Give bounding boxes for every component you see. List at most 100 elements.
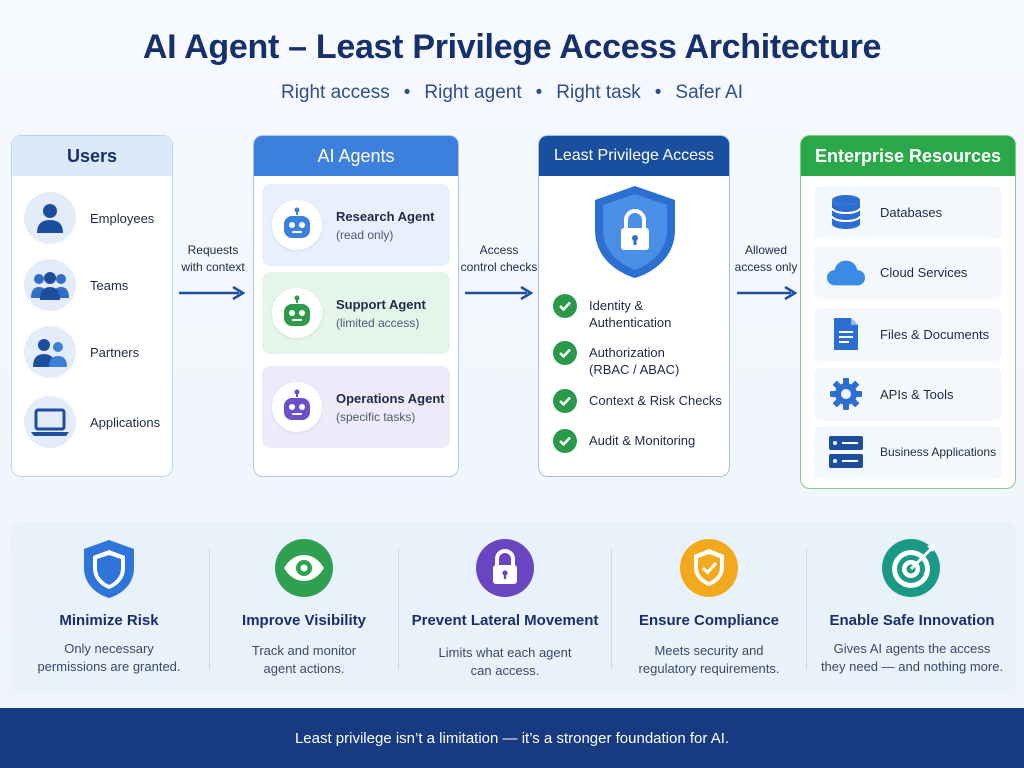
checkmark-icon xyxy=(553,341,577,365)
benefit-desc: can access. xyxy=(470,663,540,678)
divider xyxy=(611,548,612,670)
benefit-title: Ensure Compliance xyxy=(638,612,780,629)
resource-item-business-apps: Business Applications xyxy=(814,426,1002,478)
resources-heading: Enterprise Resources xyxy=(801,136,1015,176)
benefit-prevent-lateral-movement: Prevent Lateral Movement Limits what eac… xyxy=(400,522,610,692)
benefit-desc: Only necessary xyxy=(64,641,154,656)
partners-icon xyxy=(24,326,76,378)
arrow-right-icon xyxy=(737,285,798,301)
check-label: Authorization xyxy=(589,345,665,360)
arrow-text: Access control checks xyxy=(460,243,538,274)
benefit-desc: they need — and nothing more. xyxy=(820,659,1004,674)
subtitle-item: Right agent xyxy=(424,82,522,103)
bullet-separator: • xyxy=(403,82,411,103)
resource-item-apis: APIs & Tools xyxy=(814,368,1002,420)
group-icon xyxy=(24,259,76,311)
user-item-label: Applications xyxy=(90,414,161,430)
resource-label: Files & Documents xyxy=(880,326,990,342)
resource-label: APIs & Tools xyxy=(880,386,954,402)
subtitle-item: Right task xyxy=(556,82,641,103)
shield-icon xyxy=(81,538,137,605)
check-item: Authorization (RBAC / ABAC) xyxy=(553,341,679,378)
user-item-label: Employees xyxy=(90,210,155,226)
benefit-title: Improve Visibility xyxy=(242,612,366,629)
benefit-desc: Gives AI agents the access xyxy=(833,641,991,656)
database-icon xyxy=(826,194,866,230)
resource-item-databases: Databases xyxy=(814,186,1002,238)
benefit-desc: Meets security and xyxy=(654,643,764,658)
agents-heading: AI Agents xyxy=(254,136,458,176)
footer-banner: Least privilege isn’t a limitation — it’… xyxy=(0,708,1024,768)
user-item-teams: Teams xyxy=(24,259,128,311)
document-icon xyxy=(826,316,866,352)
benefit-title: Enable Safe Innovation xyxy=(829,612,995,629)
benefit-desc: Track and monitor xyxy=(251,643,357,658)
divider xyxy=(806,548,807,670)
agent-desc: (limited access) xyxy=(336,315,420,330)
bullet-separator: • xyxy=(535,82,543,103)
agent-name: Research Agent xyxy=(336,208,435,224)
agent-desc: (read only) xyxy=(336,227,394,242)
page-title: AI Agent – Least Privilege Access Archit… xyxy=(142,28,882,66)
benefit-desc: regulatory requirements. xyxy=(638,661,780,676)
arrow-label-requests: Requests with context xyxy=(176,242,250,276)
arrow-text: Requests with context xyxy=(181,243,245,274)
resource-item-cloud: Cloud Services xyxy=(814,246,1002,298)
check-item: Identity &Authentication xyxy=(553,294,671,331)
arrow-right-icon xyxy=(179,285,246,301)
divider xyxy=(209,548,210,670)
eye-icon xyxy=(274,538,334,603)
cloud-icon xyxy=(826,257,866,287)
check-label: Authentication xyxy=(589,315,672,330)
agent-name: Operations Agent xyxy=(336,390,445,406)
checkmark-icon xyxy=(553,429,577,453)
robot-icon xyxy=(272,288,322,338)
check-item: Context & Risk Checks xyxy=(553,389,722,413)
benefit-ensure-compliance: Ensure Compliance Meets security and regu… xyxy=(613,522,805,692)
benefit-enable-safe-innovation: Enable Safe Innovation Gives AI agents t… xyxy=(808,522,1016,692)
user-item-applications: Applications xyxy=(24,396,160,448)
arrow-text: Allowed access only xyxy=(734,243,798,274)
shield-lock-icon xyxy=(591,184,679,285)
checkmark-icon xyxy=(553,294,577,318)
gear-icon xyxy=(826,377,866,411)
benefit-desc: permissions are granted. xyxy=(37,659,181,674)
robot-icon xyxy=(272,200,322,250)
resource-label: Cloud Services xyxy=(880,264,968,280)
footer-text: Least privilege isn’t a limitation — it’… xyxy=(294,729,730,747)
benefit-desc: Limits what each agent xyxy=(438,645,572,660)
subtitle-item: Right access xyxy=(280,82,390,103)
robot-icon xyxy=(272,382,322,432)
arrow-label-allowed: Allowed access only xyxy=(730,242,802,276)
benefit-title: Minimize Risk xyxy=(59,612,159,629)
user-item-partners: Partners xyxy=(24,326,139,378)
server-icon xyxy=(826,435,866,469)
benefit-title: Prevent Lateral Movement xyxy=(411,612,599,629)
resource-label: Databases xyxy=(880,204,943,220)
subtitle: Right access • Right agent • Right task … xyxy=(0,82,1024,104)
agent-desc: (specific tasks) xyxy=(336,409,416,424)
agent-name: Support Agent xyxy=(336,296,426,312)
divider xyxy=(398,548,399,670)
agents-panel: AI Agents Research Agent (read only) Sup… xyxy=(253,135,459,477)
agent-card-research: Research Agent (read only) xyxy=(262,184,450,266)
arrow-right-icon xyxy=(465,285,534,301)
laptop-icon xyxy=(24,396,76,448)
shield-check-icon xyxy=(679,538,739,603)
least-privilege-heading: Least Privilege Access xyxy=(539,136,729,176)
check-item: Audit & Monitoring xyxy=(553,429,695,453)
enterprise-resources-panel: Enterprise Resources Databases Cloud Ser… xyxy=(800,135,1016,489)
person-icon xyxy=(24,192,76,244)
benefit-minimize-risk: Minimize Risk Only necessary permissions … xyxy=(11,522,207,692)
users-heading: Users xyxy=(12,136,172,176)
benefit-desc: agent actions. xyxy=(263,661,345,676)
benefits-panel: Minimize Risk Only necessary permissions … xyxy=(11,522,1016,692)
check-label: Context & Risk Checks xyxy=(589,393,722,408)
user-item-label: Partners xyxy=(90,344,140,360)
agent-card-operations: Operations Agent (specific tasks) xyxy=(262,366,450,448)
check-label: (RBAC / ABAC) xyxy=(589,362,680,377)
target-icon xyxy=(881,538,943,603)
checkmark-icon xyxy=(553,389,577,413)
user-item-label: Teams xyxy=(90,277,129,293)
benefit-improve-visibility: Improve Visibility Track and monitor agen… xyxy=(211,522,397,692)
